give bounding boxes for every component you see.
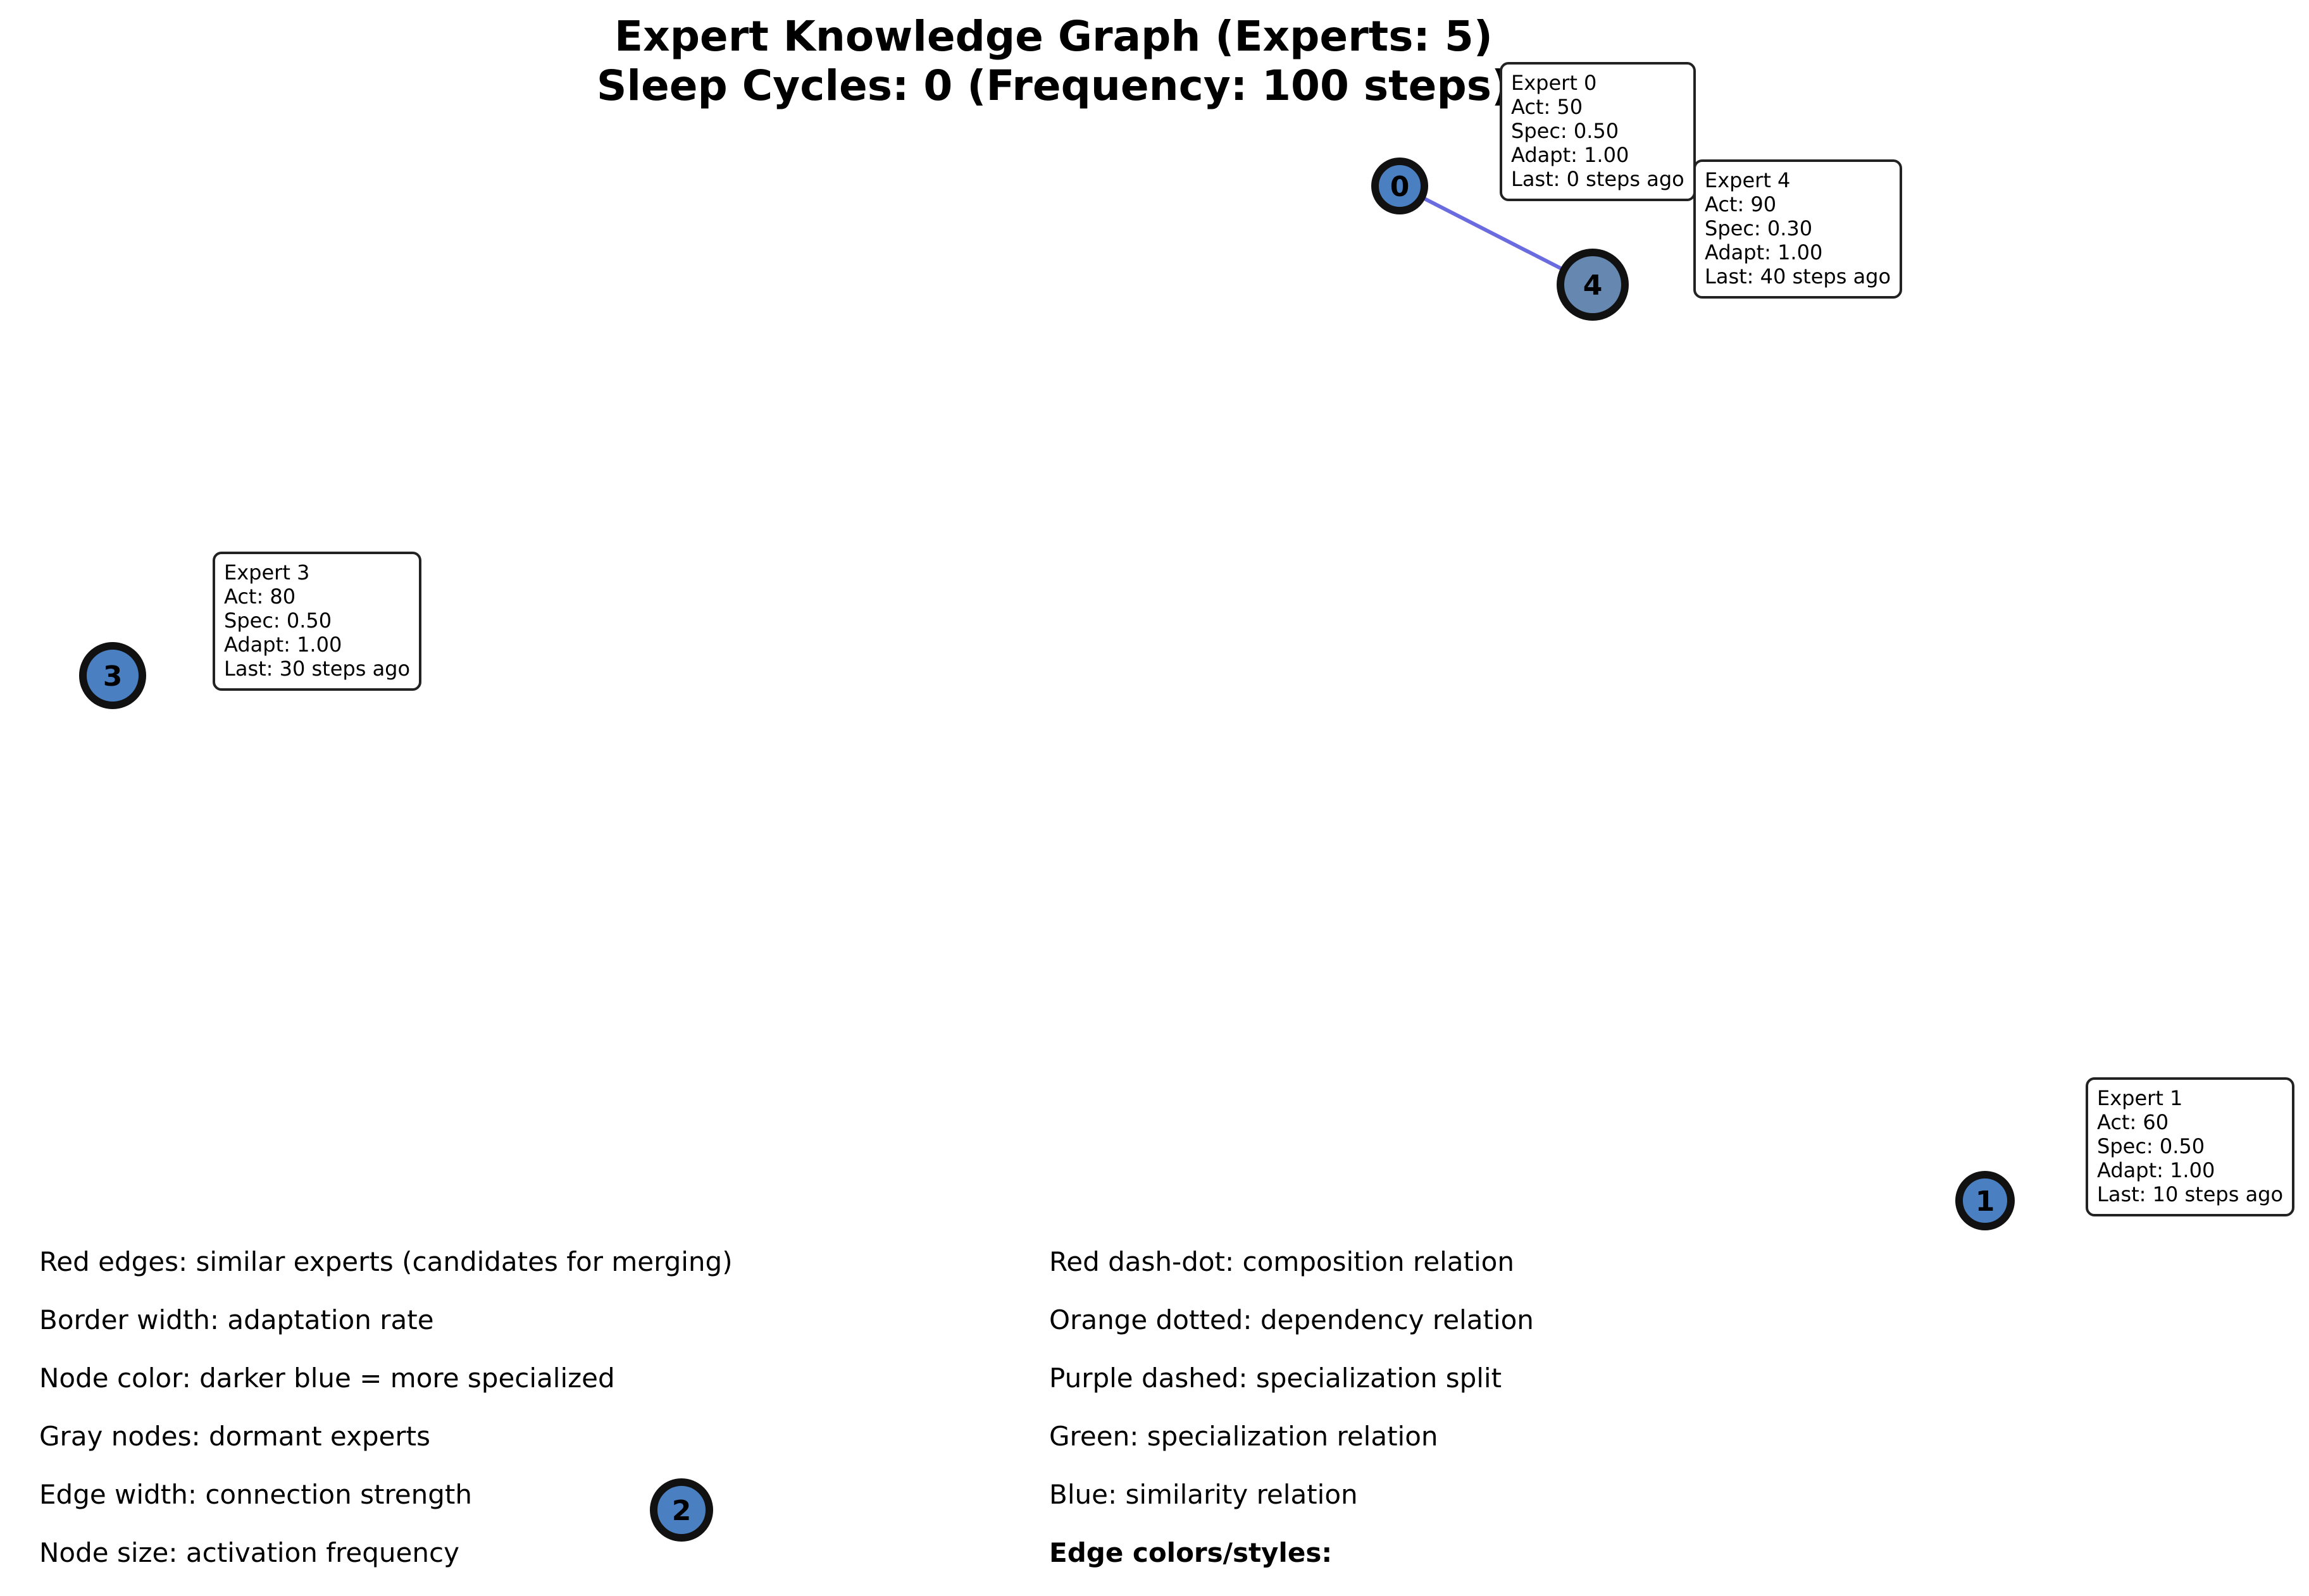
node-0-circle bbox=[1371, 158, 1428, 214]
expert-4-adapt: Adapt: 1.00 bbox=[1705, 240, 1823, 264]
expert-1-last: Last: 10 steps ago bbox=[2097, 1182, 2284, 1206]
expert-0-act: Act: 50 bbox=[1511, 95, 1583, 119]
expert-4-last: Last: 40 steps ago bbox=[1705, 264, 1891, 288]
legend-edge-styles-heading: Edge colors/styles: bbox=[1049, 1537, 1333, 1568]
expert-0-last: Last: 0 steps ago bbox=[1511, 167, 1684, 191]
legend-red-edges: Red edges: similar experts (candidates f… bbox=[39, 1246, 733, 1277]
legend-dependency-relation: Orange dotted: dependency relation bbox=[1049, 1304, 1534, 1335]
expert-0-info-box: Expert 0 Act: 50 Spec: 0.50 Adapt: 1.00 … bbox=[1500, 62, 1696, 201]
expert-node-1[interactable]: 1 bbox=[1955, 1171, 2015, 1230]
expert-1-act: Act: 60 bbox=[2097, 1110, 2169, 1134]
node-4-circle bbox=[1557, 249, 1629, 321]
expert-1-adapt: Adapt: 1.00 bbox=[2097, 1158, 2215, 1182]
node-4-label: 4 bbox=[1583, 269, 1603, 302]
legend-node-size: Node size: activation frequency bbox=[39, 1537, 459, 1568]
edge-similarity-0-4 bbox=[1398, 184, 1595, 287]
legend-composition-relation: Red dash-dot: composition relation bbox=[1049, 1246, 1514, 1277]
node-1-label: 1 bbox=[1976, 1185, 1995, 1218]
expert-0-spec: Spec: 0.50 bbox=[1511, 119, 1619, 143]
expert-1-spec: Spec: 0.50 bbox=[2097, 1134, 2205, 1158]
node-3-label: 3 bbox=[103, 660, 123, 693]
expert-0-adapt: Adapt: 1.00 bbox=[1511, 143, 1629, 167]
expert-3-act: Act: 80 bbox=[224, 585, 296, 609]
node-2-circle bbox=[650, 1478, 713, 1542]
legend-gray-nodes: Gray nodes: dormant experts bbox=[39, 1421, 431, 1452]
node-2-label: 2 bbox=[672, 1495, 692, 1527]
expert-4-info-box: Expert 4 Act: 90 Spec: 0.30 Adapt: 1.00 … bbox=[1693, 159, 1903, 299]
expert-3-spec: Spec: 0.50 bbox=[224, 609, 332, 633]
node-1-circle bbox=[1955, 1171, 2015, 1230]
graph-title: Expert Knowledge Graph (Experts: 5) bbox=[614, 12, 1493, 61]
expert-node-0[interactable]: 0 bbox=[1371, 158, 1428, 214]
expert-1-name: Expert 1 bbox=[2097, 1086, 2183, 1110]
expert-3-info-box: Expert 3 Act: 80 Spec: 0.50 Adapt: 1.00 … bbox=[213, 552, 422, 691]
node-0-label: 0 bbox=[1390, 171, 1410, 203]
expert-3-name: Expert 3 bbox=[224, 560, 310, 585]
expert-4-name: Expert 4 bbox=[1705, 168, 1791, 192]
node-3-circle bbox=[79, 642, 146, 709]
expert-node-4[interactable]: 4 bbox=[1557, 249, 1629, 321]
expert-node-3[interactable]: 3 bbox=[79, 642, 146, 709]
legend-specialization-relation: Green: specialization relation bbox=[1049, 1421, 1438, 1452]
expert-3-adapt: Adapt: 1.00 bbox=[224, 633, 342, 657]
legend-specialization-split: Purple dashed: specialization split bbox=[1049, 1363, 1502, 1394]
legend-edge-width: Edge width: connection strength bbox=[39, 1479, 472, 1510]
expert-1-info-box: Expert 1 Act: 60 Spec: 0.50 Adapt: 1.00 … bbox=[2086, 1077, 2295, 1216]
graph-subtitle: Sleep Cycles: 0 (Frequency: 100 steps) bbox=[596, 61, 1511, 110]
expert-4-spec: Spec: 0.30 bbox=[1705, 216, 1813, 240]
legend-border-width: Border width: adaptation rate bbox=[39, 1304, 434, 1335]
expert-0-name: Expert 0 bbox=[1511, 71, 1597, 95]
legend-node-color: Node color: darker blue = more specializ… bbox=[39, 1363, 615, 1394]
expert-3-last: Last: 30 steps ago bbox=[224, 657, 411, 681]
expert-node-2[interactable]: 2 bbox=[650, 1478, 713, 1542]
expert-4-act: Act: 90 bbox=[1705, 192, 1777, 216]
legend-similarity-relation: Blue: similarity relation bbox=[1049, 1479, 1358, 1510]
